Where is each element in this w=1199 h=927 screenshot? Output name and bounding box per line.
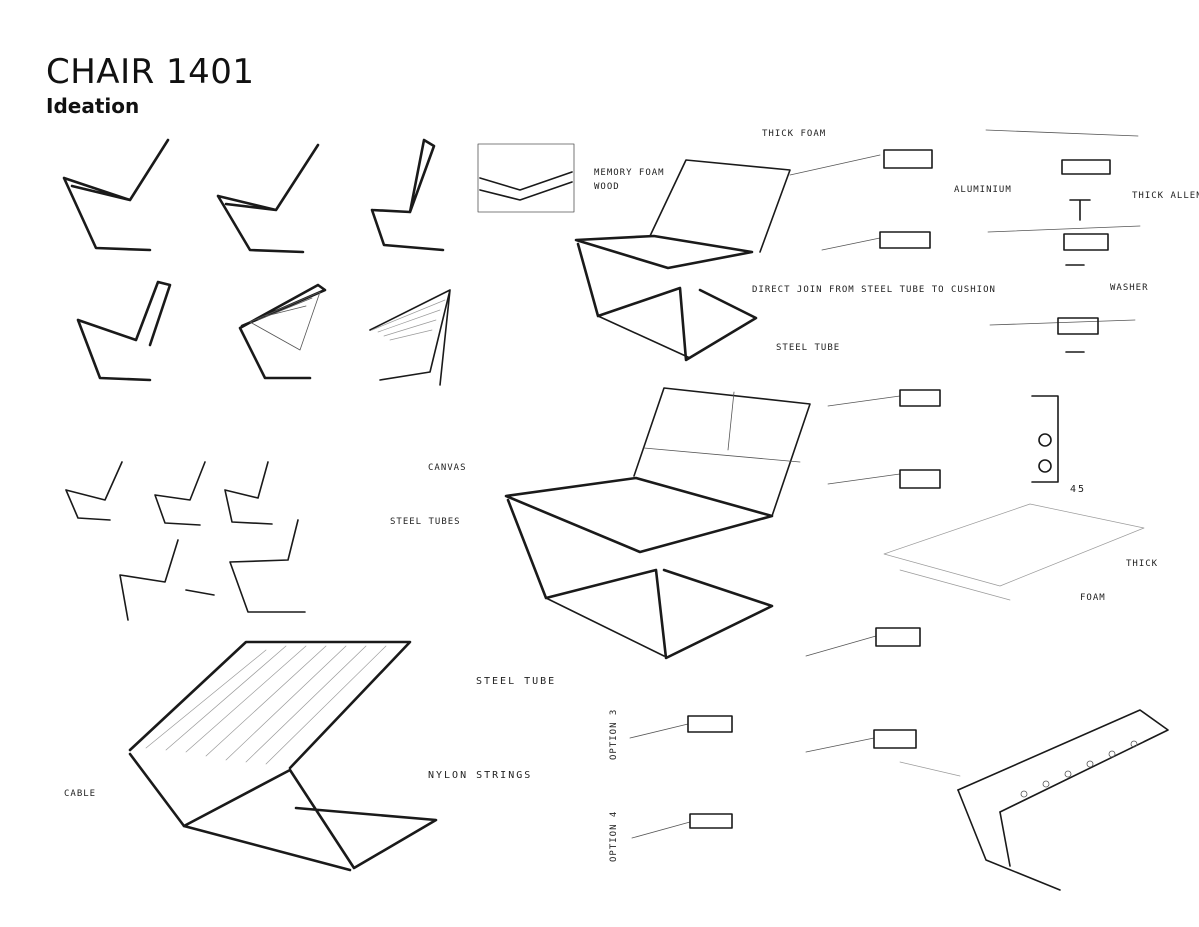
- frame-clip-details: 45: [827, 389, 1086, 495]
- label-direct-join: DIRECT JOIN FROM STEEL TUBE TO CUSHION: [752, 285, 996, 295]
- profile-sketch-1: [62, 138, 170, 252]
- label-foam: FOAM: [1080, 593, 1106, 603]
- chair-sketch-canvas: CANVAS STEEL TUBES: [390, 387, 811, 660]
- profile-sketch-3: [370, 138, 445, 252]
- label-aluminium: ALUMINIUM: [954, 185, 1012, 195]
- profile-sketch-4: [76, 280, 172, 382]
- screw-assembly-detail: THICK ALLEN SCREW WASHER: [985, 129, 1199, 353]
- label-thick-allen-screw: THICK ALLEN SCREW: [1132, 191, 1199, 201]
- foam-pad-detail: THICK FOAM: [883, 503, 1158, 603]
- chair-sketch-cushioned: DIRECT JOIN FROM STEEL TUBE TO CUSHION S…: [574, 159, 996, 362]
- tube-endcap-detail: [805, 627, 921, 753]
- label-washer: WASHER: [1110, 283, 1149, 293]
- label-memory-foam: MEMORY FOAM: [594, 168, 665, 178]
- cushion-section-detail: MEMORY FOAM WOOD: [477, 143, 665, 213]
- label-wood: WOOD: [594, 182, 620, 192]
- profile-sketch-6-strings: [369, 289, 451, 386]
- sheet-title: CHAIR 1401: [46, 52, 255, 92]
- profile-sketch-5-mesh: [238, 283, 327, 380]
- perforated-tube-detail: [899, 709, 1169, 891]
- label-option-3: OPTION 3: [609, 709, 619, 760]
- profile-sketch-2: [216, 143, 320, 254]
- sheet-subtitle: Ideation: [46, 94, 140, 118]
- label-steel-tube: STEEL TUBE: [476, 676, 556, 687]
- label-steel-tubes: STEEL TUBES: [390, 517, 461, 527]
- label-dimension: 45: [1070, 484, 1086, 495]
- foam-clip-details: THICK FOAM ALUMINIUM: [762, 129, 1012, 251]
- label-thick: THICK: [1126, 559, 1158, 569]
- chair-sketch-strings: STEEL TUBE NYLON STRINGS CABLE: [64, 640, 556, 872]
- label-thick-foam: THICK FOAM: [762, 129, 826, 139]
- fixing-options: OPTION 3 OPTION 4: [609, 709, 733, 862]
- quick-sketch-group: [65, 461, 306, 621]
- label-option-4: OPTION 4: [609, 811, 619, 862]
- label-canvas: CANVAS: [428, 463, 467, 473]
- label-cable: CABLE: [64, 789, 96, 799]
- label-steel-tube-small: STEEL TUBE: [776, 343, 840, 353]
- label-nylon-strings: NYLON STRINGS: [428, 770, 532, 781]
